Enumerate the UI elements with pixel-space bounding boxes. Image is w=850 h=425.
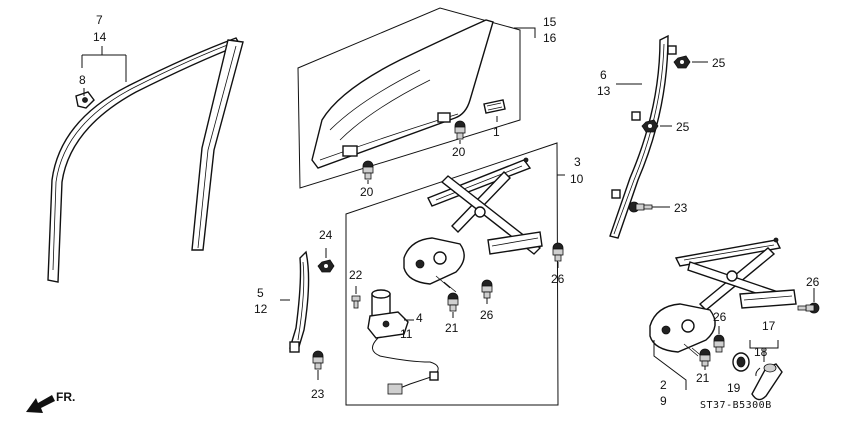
label-15: 15 xyxy=(543,15,557,29)
label-25b: 25 xyxy=(676,120,690,134)
label-26d: 26 xyxy=(713,310,727,324)
label-13: 13 xyxy=(597,84,611,98)
caution-label-sticker xyxy=(483,99,506,114)
label-11: 11 xyxy=(400,327,413,341)
regulator-handle xyxy=(751,363,783,401)
label-14: 14 xyxy=(93,30,107,44)
bolt-20-upper xyxy=(454,120,466,140)
label-4: 4 xyxy=(416,311,423,325)
label-8: 8 xyxy=(79,73,86,87)
label-18: 18 xyxy=(754,345,768,359)
bolt-21-rear xyxy=(699,348,711,367)
door-glass xyxy=(297,7,521,189)
nut-24 xyxy=(317,259,335,273)
bolt-20-lower xyxy=(362,160,374,180)
label-20a: 20 xyxy=(452,145,466,159)
label-6: 6 xyxy=(600,68,607,82)
nut-25-lower xyxy=(641,119,659,133)
window-regulator-front xyxy=(403,157,543,293)
clip-icon xyxy=(75,91,95,109)
label-26b: 26 xyxy=(551,272,565,286)
front-direction-label: FR. xyxy=(56,390,75,404)
nut-25-upper xyxy=(673,55,691,69)
glass-run-channel-lower xyxy=(289,250,310,353)
label-10: 10 xyxy=(570,172,584,186)
label-23b: 23 xyxy=(674,201,688,215)
label-26a: 26 xyxy=(480,308,494,322)
label-22: 22 xyxy=(349,268,363,282)
label-26c: 26 xyxy=(806,275,820,289)
label-24: 24 xyxy=(319,228,333,242)
label-17: 17 xyxy=(762,319,776,333)
bolt-22 xyxy=(351,295,361,309)
label-12: 12 xyxy=(254,302,268,316)
bolt-26-d xyxy=(713,334,725,353)
bolt-21-front xyxy=(447,292,459,312)
label-5: 5 xyxy=(257,286,264,300)
label-3: 3 xyxy=(574,155,581,169)
label-16: 16 xyxy=(543,31,557,45)
label-23a: 23 xyxy=(311,387,325,401)
handle-washer xyxy=(732,352,750,372)
label-20b: 20 xyxy=(360,185,374,199)
bolt-23-right xyxy=(628,201,653,213)
diagram-code: ST37-B5300B xyxy=(700,400,772,411)
bolt-23-lower xyxy=(312,350,324,370)
bolt-26-a xyxy=(481,279,493,299)
regulator-motor xyxy=(367,289,439,395)
rear-run-channel xyxy=(609,34,677,239)
label-9: 9 xyxy=(660,394,667,408)
label-1: 1 xyxy=(493,125,500,139)
label-25a: 25 xyxy=(712,56,726,70)
bolt-26-c xyxy=(797,302,820,314)
label-21b: 21 xyxy=(696,371,710,385)
label-21a: 21 xyxy=(445,321,459,335)
label-2: 2 xyxy=(660,378,667,392)
label-7: 7 xyxy=(96,13,103,27)
bolt-26-b xyxy=(552,242,564,262)
window-regulator-rear xyxy=(649,237,797,359)
front-direction-arrow-icon xyxy=(26,395,55,413)
run-channel-front xyxy=(47,37,244,283)
label-19: 19 xyxy=(727,381,741,395)
